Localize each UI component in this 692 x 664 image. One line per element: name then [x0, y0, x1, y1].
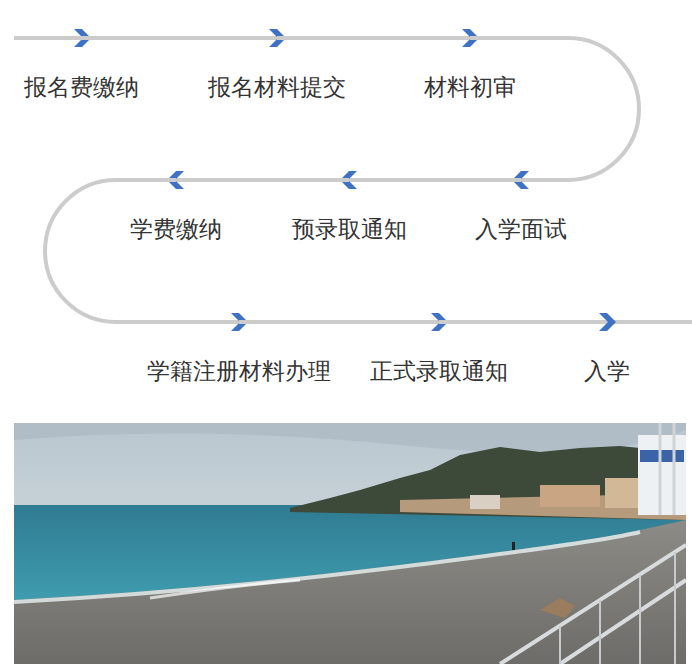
step-label: 学费缴纳 [130, 216, 222, 242]
flow-step: 正式录取通知 [368, 322, 510, 384]
flow-connector [470, 38, 639, 180]
flow-step: 入学面试 [473, 180, 569, 242]
step-label: 材料初审 [424, 74, 516, 100]
step-label: 入学面试 [475, 216, 567, 242]
flow-step: 报名材料提交 [206, 38, 348, 100]
step-label: 报名材料提交 [208, 74, 346, 100]
flow-connector [239, 320, 439, 324]
flow-step: 材料初审 [422, 38, 518, 100]
step-label: 预录取通知 [292, 216, 407, 242]
flow-connector [349, 178, 521, 182]
flow-connector [176, 178, 349, 182]
track-start [14, 36, 81, 40]
flow-connector [277, 36, 470, 40]
step-label: 正式录取通知 [370, 358, 508, 384]
flow-connector [45, 180, 239, 322]
flow-step: 学费缴纳 [128, 180, 224, 242]
step-label: 学籍注册材料办理 [147, 358, 331, 384]
flow-step: 学籍注册材料办理 [145, 322, 333, 384]
track-end [607, 320, 692, 324]
step-label: 报名费缴纳 [24, 74, 139, 100]
flow-connector [81, 36, 277, 40]
step-label: 入学 [584, 358, 630, 384]
flow-step: 入学 [582, 322, 632, 384]
flow-step: 报名费缴纳 [22, 38, 141, 100]
flow-step: 预录取通知 [290, 180, 409, 242]
flow-connector [439, 320, 607, 324]
